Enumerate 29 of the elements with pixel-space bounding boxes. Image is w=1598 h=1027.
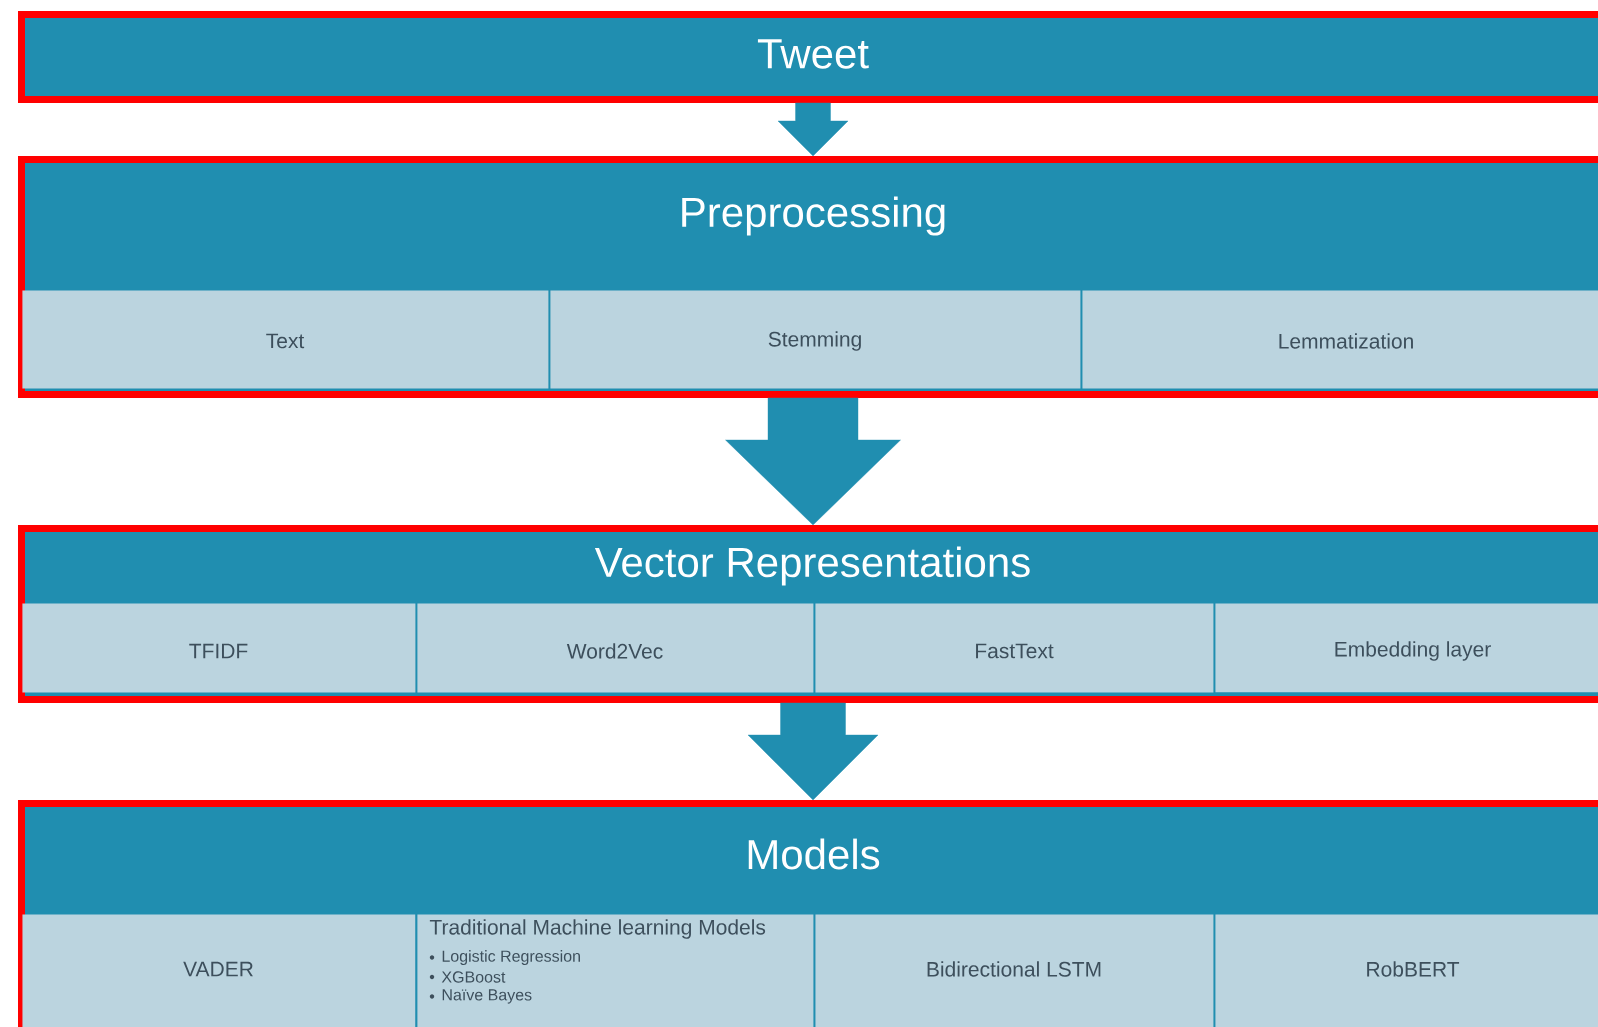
table-cell: Stemming	[550, 290, 1081, 389]
table-cell: VADER	[22, 914, 416, 1027]
node-label: TFIDF	[189, 643, 248, 659]
table-cell: RobBERT	[1215, 914, 1598, 1027]
node-label: FastText	[976, 643, 1054, 659]
node-label: Bidirectional LSTM	[927, 961, 1101, 977]
node-label: RobBERT	[1367, 961, 1460, 977]
table-cell: Bidirectional LSTM	[815, 914, 1214, 1027]
block-arrow	[777, 102, 849, 157]
table-cell: TFIDF	[22, 603, 416, 693]
node-label: Traditional Machine learning Models	[429, 919, 766, 939]
node-label: Naïve Bayes	[442, 989, 532, 1004]
table-cell: Lemmatization	[1082, 290, 1598, 389]
node-label: Embedding layer	[1335, 641, 1491, 661]
node-label: Word2Vec	[566, 643, 663, 659]
node-label: VADER	[183, 961, 253, 977]
table-cell: Embedding layer	[1215, 603, 1598, 693]
node-label: Text	[266, 333, 305, 349]
table-cell: Word2Vec	[417, 603, 814, 693]
node-label: Stemming	[768, 331, 861, 351]
title-band: Tweet	[18, 11, 1598, 103]
table-cell: Traditional Machine learning Models Logistic Regression XGBoost Naïve Bayes	[417, 914, 814, 1027]
block-arrow	[725, 397, 901, 526]
node-label: Logistic Regression	[442, 950, 580, 965]
node-label: Lemmatization	[1279, 333, 1413, 349]
table-cell: FastText	[815, 603, 1214, 693]
node-label: XGBoost	[441, 971, 506, 983]
table-cell: Text	[22, 290, 549, 389]
block-arrow	[747, 702, 879, 801]
